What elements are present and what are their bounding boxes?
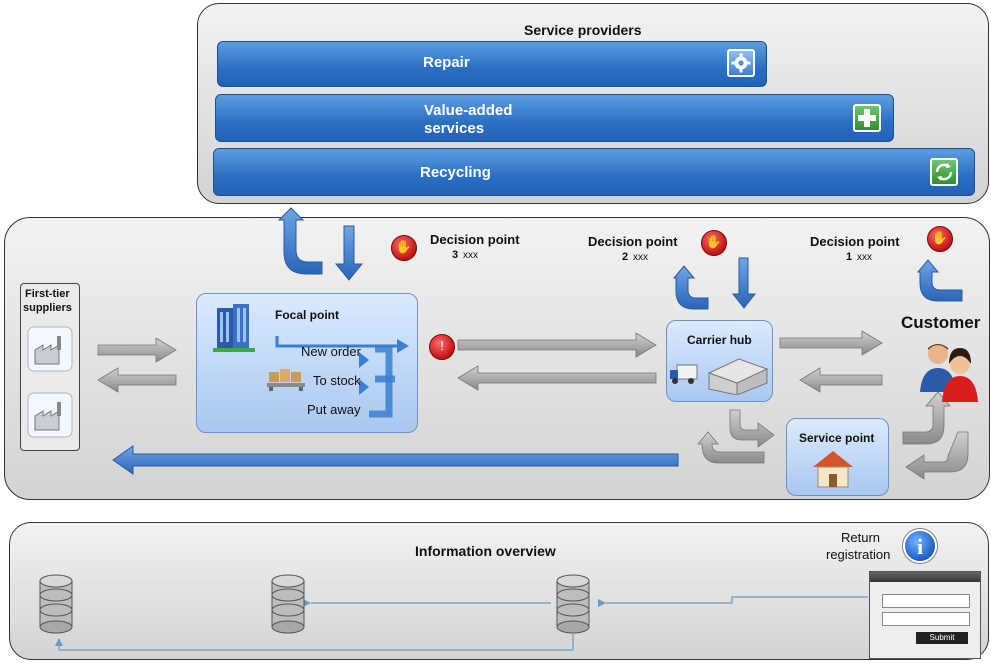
put-away-step: Put away — [307, 402, 361, 417]
stop-hand-icon: ✋ — [927, 226, 953, 252]
info-icon: i — [903, 529, 937, 563]
hub-down-arrow — [731, 257, 757, 309]
return-registration-line2: registration — [826, 547, 891, 562]
house-icon — [813, 451, 853, 488]
value-added-services-bar[interactable]: Value-added services — [215, 94, 894, 142]
customer-to-service-point-arrow — [905, 431, 969, 480]
information-overview-title: Information overview — [415, 543, 556, 559]
new-order-step: New order — [301, 344, 361, 359]
information-overview-panel: Information overview — [9, 522, 989, 660]
form-field-2[interactable] — [882, 612, 970, 626]
decision-point-2-suffix: xxx — [633, 252, 648, 263]
focal-to-supplier-arrow — [97, 367, 177, 393]
to-stock-step: To stock — [313, 373, 361, 388]
customer-label: Customer — [901, 313, 981, 332]
factory-icon — [27, 326, 73, 372]
form-field-1[interactable] — [882, 594, 970, 608]
plus-icon — [853, 104, 881, 132]
value-added-label-line1: Value-added — [424, 102, 513, 119]
recycle-icon — [930, 158, 958, 186]
recycling-label: Recycling — [420, 164, 491, 181]
focal-point-box: Focal point New order To stock Put away — [196, 293, 418, 433]
stop-hand-icon: ✋ — [391, 235, 417, 261]
factory-icon — [27, 392, 73, 438]
decision-alert-icon: ! — [429, 334, 455, 360]
return-to-providers-arrow — [277, 207, 323, 275]
first-tier-suppliers-box: First-tier suppliers — [20, 283, 80, 451]
carrier-hub-label: Carrier hub — [687, 333, 752, 347]
decision-point-2-number: 2 — [622, 251, 629, 263]
customer-up-arrow — [916, 259, 963, 302]
decision-point-3-number: 3 — [452, 249, 459, 261]
decision-point-1-number: 1 — [846, 251, 853, 263]
carrier-hub-box: Carrier hub — [666, 320, 773, 402]
return-registration-form: Submit — [869, 571, 981, 659]
service-providers-title: Service providers — [524, 22, 642, 38]
suppliers-label-line2: suppliers — [23, 302, 72, 314]
service-point-to-hub-arrow — [697, 431, 765, 464]
focal-to-hub-arrow — [457, 332, 657, 358]
focal-flow-arrows — [275, 336, 409, 418]
stop-hand-icon: ✋ — [701, 230, 727, 256]
database-icon — [39, 574, 73, 634]
supplier-to-focal-arrow — [97, 337, 177, 363]
hub-up-arrow — [672, 265, 709, 310]
decision-point-1-suffix: xxx — [857, 252, 872, 263]
office-building-icon — [213, 304, 255, 352]
delivery-truck-icon — [670, 364, 698, 384]
hub-to-service-point-arrow — [729, 409, 775, 448]
pallet-boxes-icon — [267, 369, 305, 391]
hub-to-customer-arrow — [779, 330, 883, 356]
warehouse-icon — [707, 358, 769, 395]
suppliers-label-line1: First-tier — [25, 288, 70, 300]
focal-point-title: Focal point — [275, 308, 339, 322]
service-point-label: Service point — [799, 431, 875, 445]
decision-point-1-label: Decision point — [810, 234, 900, 249]
gear-icon — [727, 49, 755, 77]
service-point-box: Service point — [786, 418, 889, 496]
repair-label: Repair — [423, 54, 470, 71]
decision-point-3-label: Decision point — [430, 232, 520, 247]
decision-point-3-suffix: xxx — [463, 250, 478, 261]
from-providers-arrow — [334, 225, 364, 281]
value-added-label-line2: services — [424, 120, 485, 137]
repair-bar[interactable]: Repair — [217, 41, 767, 87]
customers-icon — [920, 344, 978, 402]
form-title-bar — [870, 572, 980, 582]
customer-to-hub-arrow — [799, 367, 883, 393]
submit-button[interactable]: Submit — [916, 632, 968, 644]
hub-to-focal-arrow — [457, 365, 657, 391]
database-icon — [556, 574, 590, 634]
database-icon — [271, 574, 305, 634]
return-registration-line1: Return — [841, 530, 881, 545]
return-to-suppliers-arrow — [112, 445, 679, 475]
decision-point-2-label: Decision point — [588, 234, 678, 249]
recycling-bar[interactable]: Recycling — [213, 148, 975, 196]
